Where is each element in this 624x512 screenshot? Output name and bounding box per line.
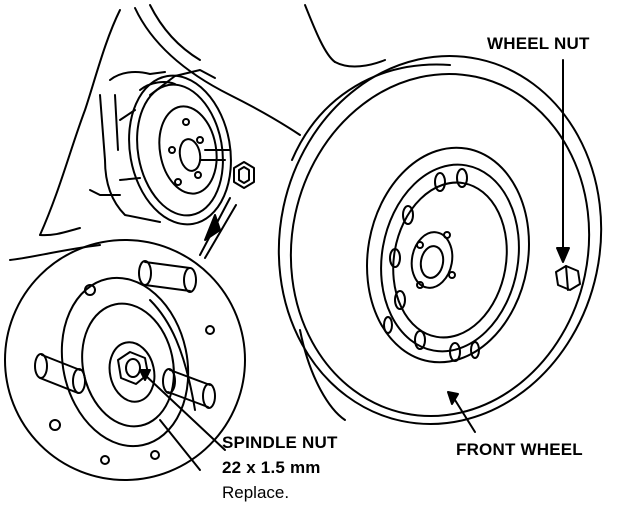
spindle-nut-label: SPINDLE NUT (222, 433, 338, 452)
brake-disc (128, 74, 232, 226)
spindle-nut-small (233, 161, 255, 189)
hub-flange (158, 105, 218, 195)
front-wheel-label: FRONT WHEEL (456, 440, 583, 459)
spindle-nut-size-label: 22 x 1.5 mm (222, 458, 321, 477)
tire-outer (277, 55, 603, 425)
wheel-rim (366, 146, 530, 364)
callout-leader (199, 197, 237, 259)
wheel-nut (555, 59, 581, 291)
spindle-nut-note-label: Replace. (222, 483, 290, 502)
fender-body (9, 4, 386, 261)
detail-callout-circle (4, 239, 246, 481)
wheel-studs (34, 260, 216, 409)
brake-disc-assembly (89, 69, 232, 226)
front-wheel (277, 55, 603, 433)
wheel-nut-label: WHEEL NUT (487, 34, 590, 53)
